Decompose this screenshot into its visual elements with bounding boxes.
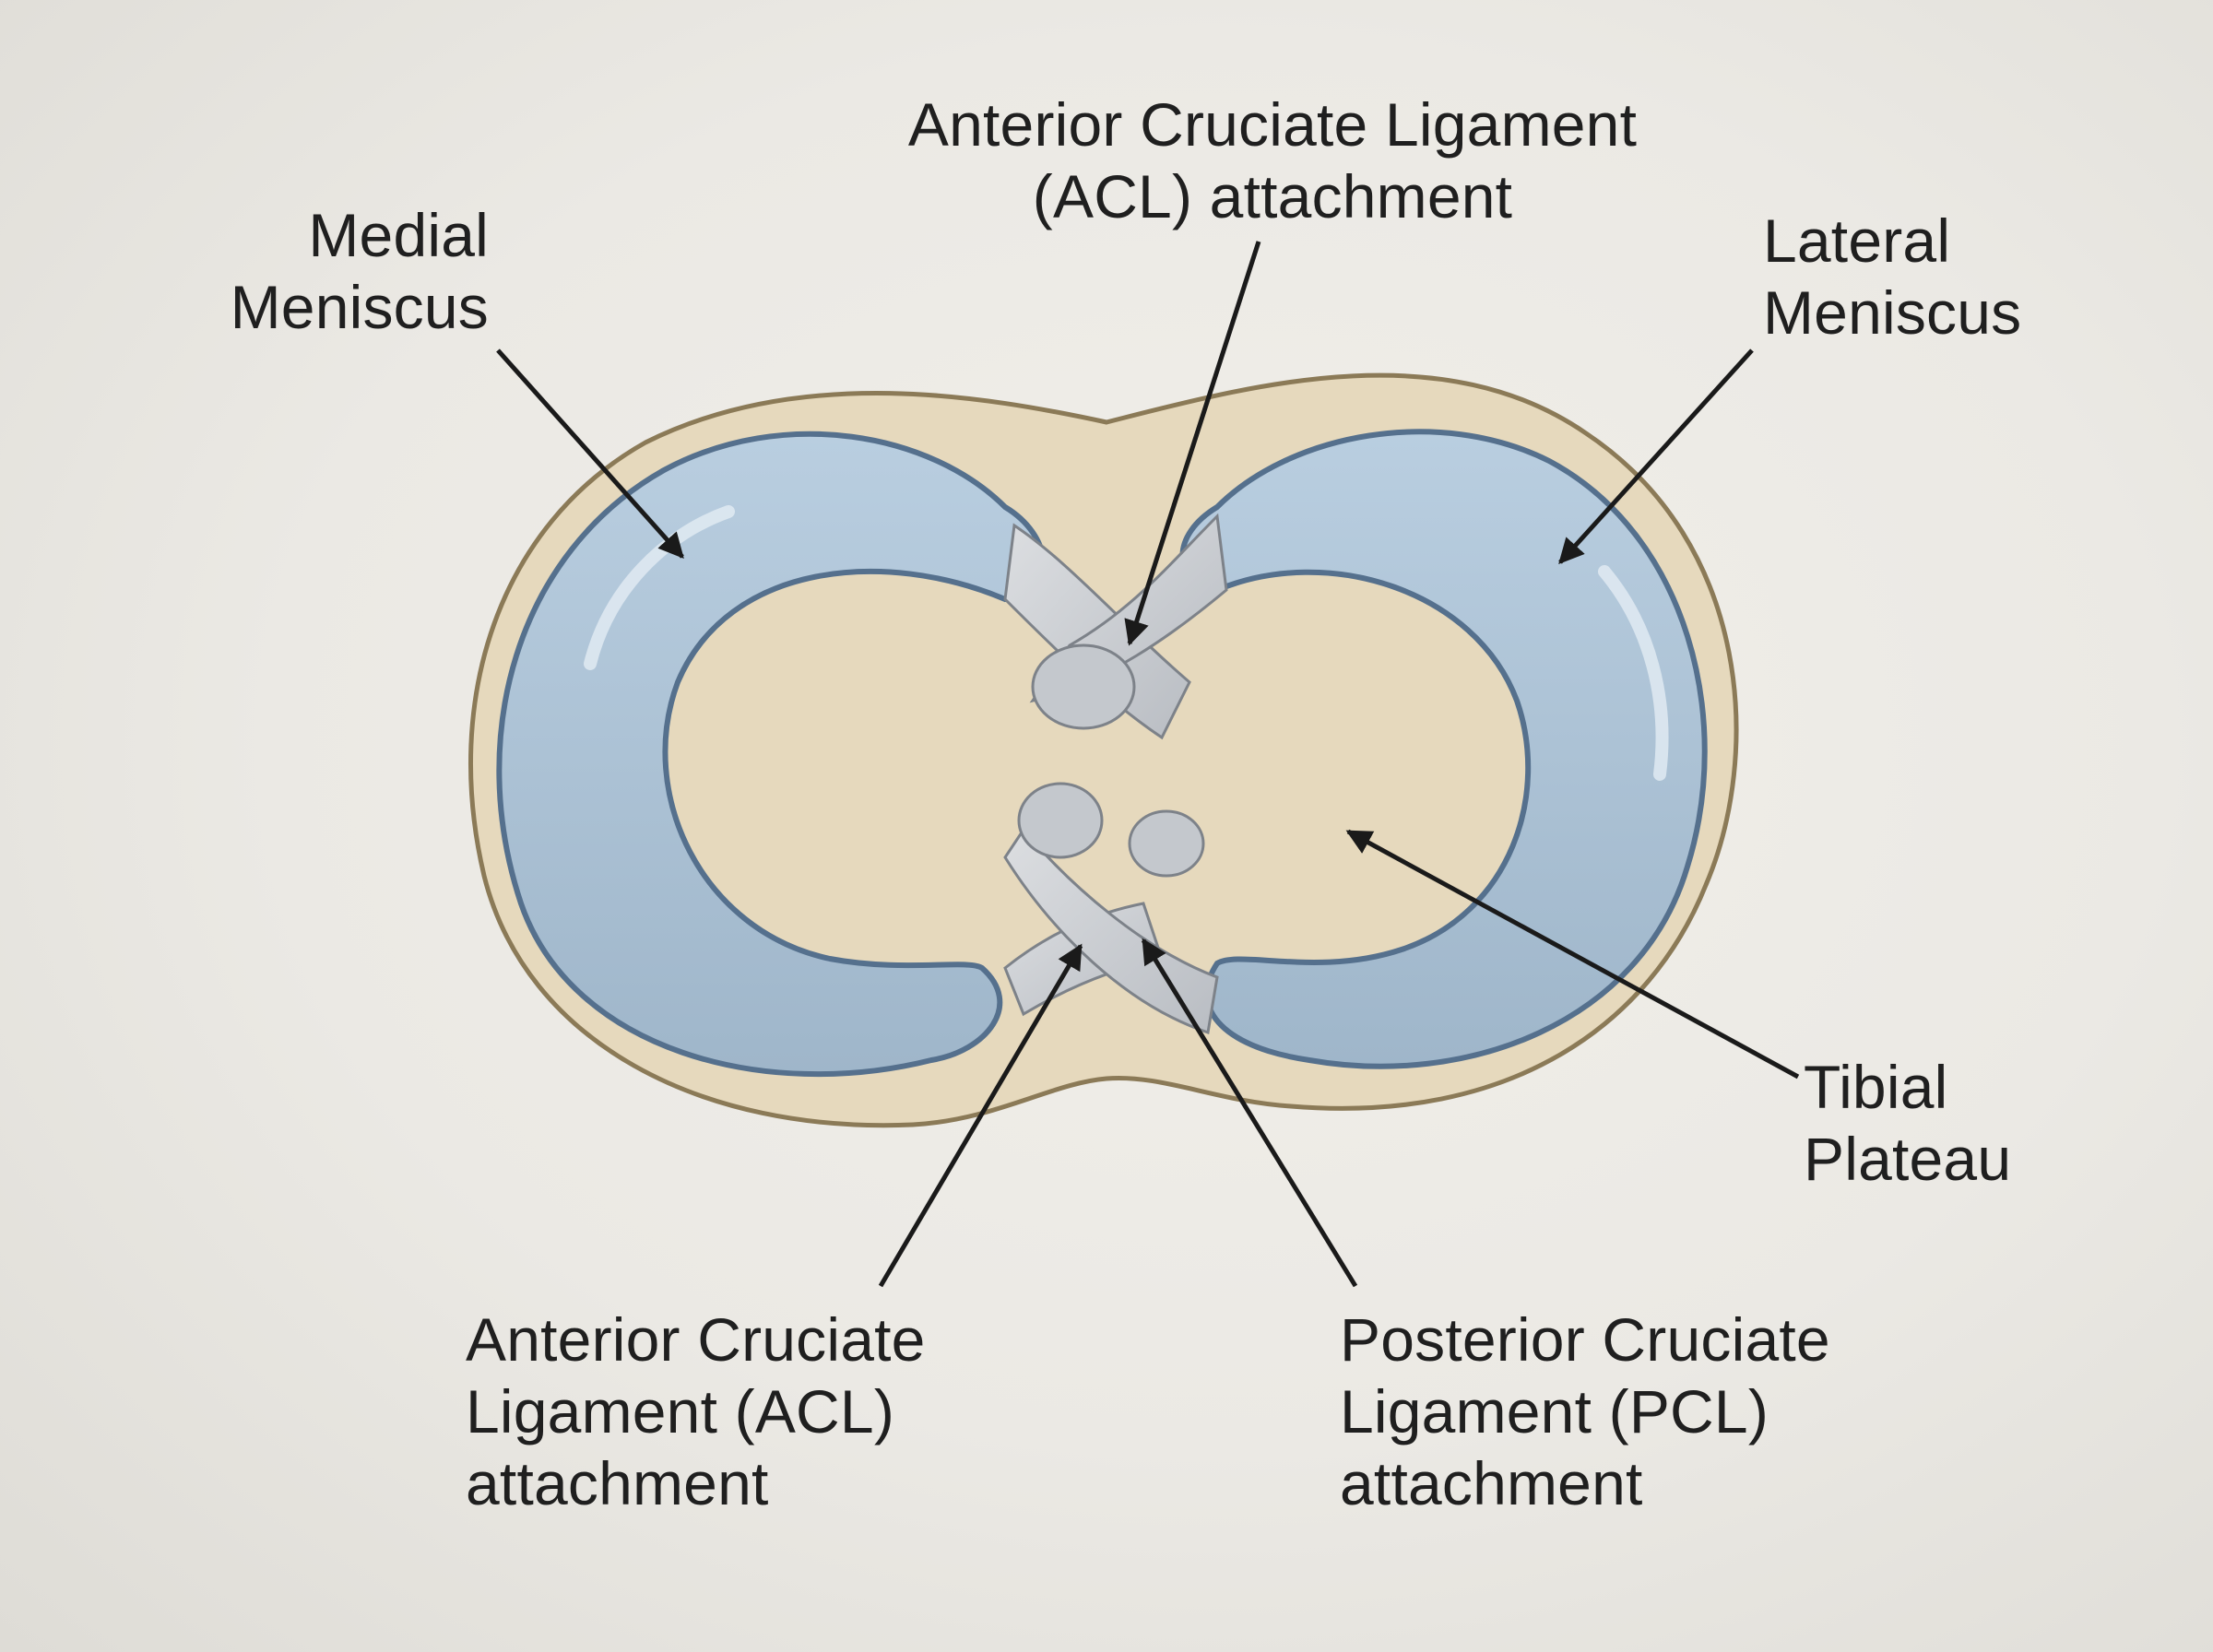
- label-acl-top: Anterior Cruciate Ligament (ACL) attachm…: [907, 90, 1638, 230]
- lateral-meniscus-highlight: [1598, 565, 1669, 781]
- label-acl-bottom: Anterior Cruciate Ligament (ACL) attachm…: [466, 1305, 926, 1517]
- pcl-attachment-stub: [1017, 782, 1104, 859]
- arrow-medial-meniscus: [496, 348, 684, 560]
- label-pcl: Posterior Cruciate Ligament (PCL) attach…: [1340, 1305, 1830, 1517]
- acl-bottom-attachment-stub: [1128, 809, 1205, 878]
- arrow-lateral-meniscus: [1558, 348, 1754, 565]
- acl-top-attachment-stub: [1031, 643, 1136, 730]
- arrow-tibial-plateau: [1345, 829, 1800, 1080]
- arrow-pcl: [1141, 938, 1358, 1288]
- medial-meniscus-highlight: [584, 505, 735, 670]
- label-medial-meniscus: Medial Meniscus: [230, 201, 489, 341]
- label-tibial-plateau: Tibial Plateau: [1804, 1053, 2012, 1193]
- medial-meniscus-shape: [496, 431, 1047, 1078]
- pcl-ligament: [1003, 827, 1219, 1034]
- lateral-meniscus-shape: [1179, 429, 1708, 1069]
- arrow-acl-bottom: [878, 943, 1083, 1288]
- arrow-acl-top: [1124, 241, 1261, 646]
- label-lateral-meniscus: Lateral Meniscus: [1763, 206, 2022, 347]
